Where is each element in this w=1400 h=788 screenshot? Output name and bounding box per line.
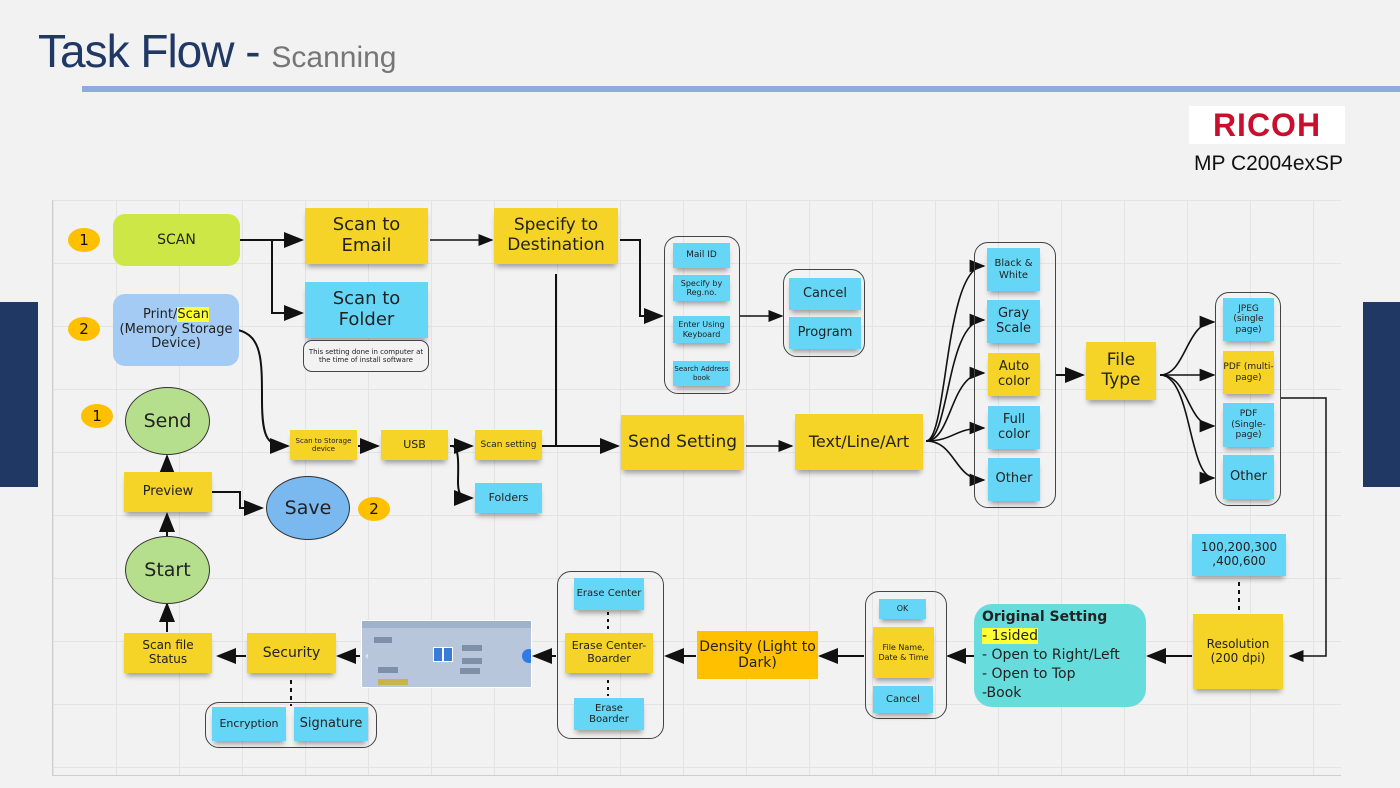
save-node[interactable]: Save xyxy=(266,476,350,540)
print-scan-label: Print/Scan xyxy=(143,306,209,323)
step-badge-send: 1 xyxy=(81,404,113,428)
scan-highlight: Scan xyxy=(177,306,209,322)
format-pdf-multi[interactable]: PDF (multi-page) xyxy=(1223,351,1274,394)
resolution-values-node: 100,200,300 ,400,600 xyxy=(1192,534,1286,576)
original-setting-open-top: - Open to Top xyxy=(982,666,1076,682)
dest-option-keyboard[interactable]: Enter Using Keyboard xyxy=(673,316,730,343)
dest-option-mail-id[interactable]: Mail ID xyxy=(673,243,730,268)
screen-checkbox xyxy=(378,679,408,685)
folders-node[interactable]: Folders xyxy=(475,483,542,513)
scan-to-storage-node[interactable]: Scan to Storage device xyxy=(290,430,357,460)
signature-node[interactable]: Signature xyxy=(294,707,368,741)
send-node[interactable]: Send xyxy=(125,387,210,455)
screen-page-icon-left xyxy=(433,647,443,662)
scan-to-folder-node[interactable]: Scan to Folder xyxy=(305,282,428,338)
preview-node[interactable]: Preview xyxy=(124,472,212,512)
file-type-node[interactable]: File Type xyxy=(1086,342,1156,400)
original-setting-1sided: - 1sided xyxy=(982,628,1038,644)
file-type-options-group xyxy=(1215,292,1281,506)
color-option-bw[interactable]: Black & White xyxy=(987,248,1040,291)
step-badge-2: 2 xyxy=(68,317,100,341)
title-subtitle: Scanning xyxy=(271,41,397,74)
start-node[interactable]: Start xyxy=(125,536,210,604)
title-main: Task Flow - xyxy=(38,25,272,77)
ok-node[interactable]: OK xyxy=(879,599,926,619)
action-group xyxy=(783,269,865,357)
screen-field xyxy=(460,668,480,674)
original-setting-title: Original Setting xyxy=(982,609,1108,625)
send-setting-node[interactable]: Send Setting xyxy=(621,415,744,470)
page-title: Task Flow - Scanning xyxy=(38,24,396,78)
memory-storage-label: (Memory Storage Device) xyxy=(119,321,233,352)
filename-cancel-node[interactable]: Cancel xyxy=(873,686,933,713)
step-badge-save: 2 xyxy=(358,497,390,521)
erase-center-node[interactable]: Erase Center xyxy=(574,578,644,610)
format-other[interactable]: Other xyxy=(1223,455,1274,499)
original-setting-open-right-left: - Open to Right/Left xyxy=(982,647,1120,663)
scan-to-email-node[interactable]: Scan to Email xyxy=(305,208,428,264)
dest-option-reg-no[interactable]: Specify by Reg.no. xyxy=(673,275,730,301)
screen-field xyxy=(462,645,482,651)
text-line-art-node[interactable]: Text/Line/Art xyxy=(795,414,923,470)
erase-boarder-node[interactable]: Erase Boarder xyxy=(574,698,644,730)
screen-back-chevron-icon: ‹ xyxy=(365,651,369,662)
security-options-group xyxy=(205,702,377,748)
program-node[interactable]: Program xyxy=(789,317,861,349)
screen-page-icon-right xyxy=(443,647,453,662)
print-scan-prefix: Print/ xyxy=(143,306,178,322)
security-node[interactable]: Security xyxy=(247,633,336,673)
screen-field xyxy=(374,637,392,643)
right-side-bar xyxy=(1363,302,1400,487)
usb-node[interactable]: USB xyxy=(381,430,448,460)
print-scan-memory-node[interactable]: Print/Scan (Memory Storage Device) xyxy=(113,294,239,366)
format-pdf-single[interactable]: PDF (Single-page) xyxy=(1223,403,1274,447)
original-setting-book: -Book xyxy=(982,685,1022,701)
scan-node[interactable]: SCAN xyxy=(113,214,240,266)
density-node[interactable]: Density (Light to Dark) xyxy=(697,631,818,679)
folder-install-note: This setting done in computer at the tim… xyxy=(303,340,429,372)
color-option-full[interactable]: Full color xyxy=(988,406,1040,449)
dest-option-address-book[interactable]: Search Address book xyxy=(673,361,730,386)
file-name-date-time-node[interactable]: File Name, Date & Time xyxy=(873,627,934,678)
file-name-group xyxy=(865,591,947,719)
screen-next-button-icon xyxy=(522,649,531,663)
scan-file-status-node[interactable]: Scan file Status xyxy=(124,633,212,673)
color-option-auto[interactable]: Auto color xyxy=(988,353,1040,396)
screen-top-bar xyxy=(362,621,531,628)
printer-model: MP C2004exSP xyxy=(1194,152,1344,175)
device-screen-thumbnail: ‹ xyxy=(361,620,532,688)
resolution-node[interactable]: Resolution (200 dpi) xyxy=(1193,614,1283,689)
left-side-bar xyxy=(0,302,38,487)
specify-destination-node[interactable]: Specify to Destination xyxy=(494,208,618,264)
original-setting-node[interactable]: Original Setting - 1sided - Open to Righ… xyxy=(974,604,1146,707)
screen-field xyxy=(378,667,398,673)
color-option-gray[interactable]: Gray Scale xyxy=(987,300,1040,343)
erase-center-boarder-node[interactable]: Erase Center-Boarder xyxy=(565,633,653,673)
format-jpeg-single[interactable]: JPEG (single page) xyxy=(1223,298,1274,341)
color-options-group xyxy=(974,242,1056,508)
scan-setting-node[interactable]: Scan setting xyxy=(475,430,542,460)
step-badge-1: 1 xyxy=(68,228,100,252)
cancel-node[interactable]: Cancel xyxy=(789,278,861,310)
destination-options-group xyxy=(664,236,740,394)
encryption-node[interactable]: Encryption xyxy=(212,707,286,741)
ricoh-logo: RICOH xyxy=(1189,106,1345,144)
erase-options-group xyxy=(557,571,664,739)
title-underline xyxy=(82,86,1400,92)
screen-field xyxy=(462,658,482,664)
color-option-other[interactable]: Other xyxy=(988,458,1040,501)
